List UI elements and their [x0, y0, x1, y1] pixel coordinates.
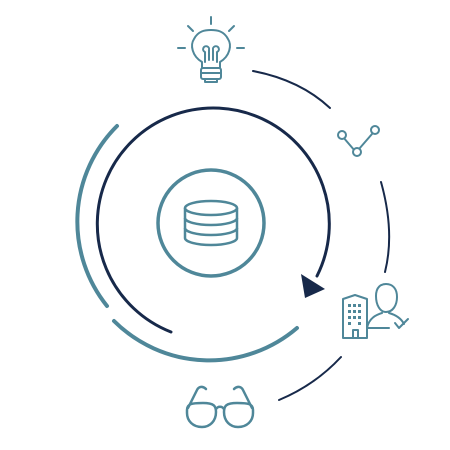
arc-organization-to-glasses — [278, 356, 342, 401]
lightbulb-icon — [177, 16, 245, 83]
arc-analytics-to-organization — [380, 181, 391, 273]
organization-person-icon — [342, 283, 409, 339]
analytics-line-icon — [337, 125, 380, 157]
cycle-arrow-head — [301, 274, 325, 298]
inner-cycle-arc — [95, 106, 331, 334]
database-icon — [156, 168, 266, 278]
bottom-teal-arc — [112, 319, 299, 363]
arc-lightbulb-to-analytics — [252, 70, 331, 109]
eyeglasses-icon — [185, 385, 255, 429]
outer-teal-arc — [75, 124, 119, 308]
